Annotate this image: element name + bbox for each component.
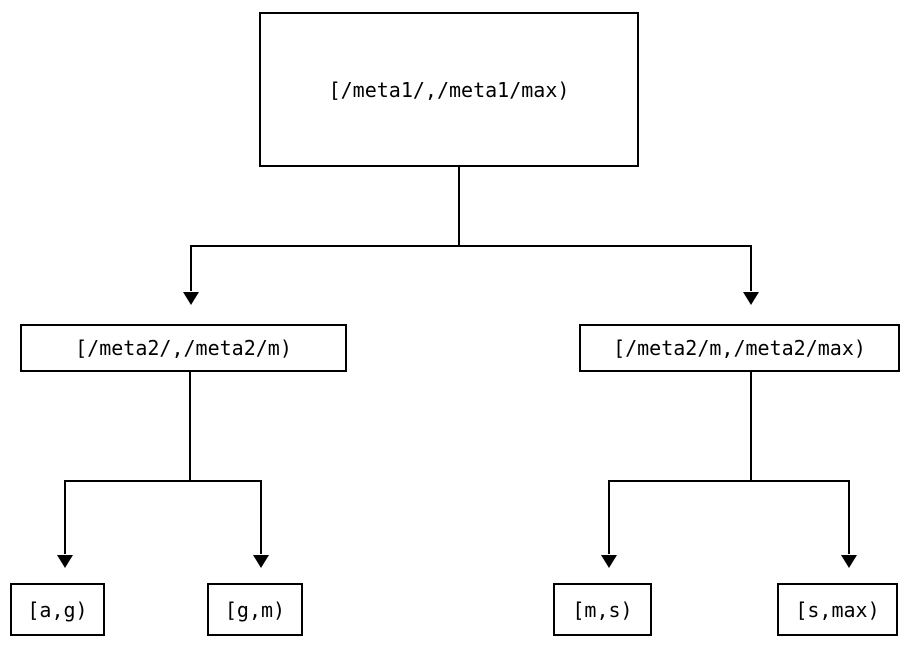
arrowhead-down-icon-leaf1 [57,555,73,568]
edge-level2-right-to-leaf4 [848,480,850,554]
tree-node-leaf-3-label: [m,s) [572,597,633,622]
edge-level2-left-to-leaf1 [64,480,66,554]
tree-node-root[interactable]: [/meta1/,/meta1/max) [259,12,639,167]
tree-node-root-label: [/meta1/,/meta1/max) [328,77,570,102]
edge-root-stem [458,167,460,247]
tree-node-leaf-4[interactable]: [s,max) [777,583,898,636]
tree-node-leaf-1-label: [a,g) [27,597,88,622]
tree-node-level2-right-label: [/meta2/m,/meta2/max) [613,336,866,360]
edge-root-to-level2-right [750,245,752,291]
arrowhead-down-icon-leaf4 [841,555,857,568]
tree-node-level2-left[interactable]: [/meta2/,/meta2/m) [20,324,347,372]
tree-node-leaf-2[interactable]: [g,m) [207,583,303,636]
tree-node-leaf-4-label: [s,max) [795,597,880,622]
edge-level2-right-to-leaf3 [608,480,610,554]
arrowhead-down-icon-leaf2 [253,555,269,568]
edge-level2-left-to-leaf2 [260,480,262,554]
arrowhead-down-icon-leaf3 [601,555,617,568]
edge-level2-left-bus [64,480,262,482]
arrowhead-down-icon-root-left [183,292,199,305]
tree-node-level2-right[interactable]: [/meta2/m,/meta2/max) [579,324,900,372]
tree-node-level2-left-label: [/meta2/,/meta2/m) [75,336,292,360]
edge-root-to-level2-left [190,245,192,291]
edge-root-bus [190,245,752,247]
tree-node-leaf-3[interactable]: [m,s) [553,583,652,636]
tree-node-leaf-1[interactable]: [a,g) [10,583,105,636]
tree-node-leaf-2-label: [g,m) [224,597,286,622]
edge-level2-right-bus [608,480,850,482]
edge-level2-right-stem [750,372,752,482]
arrowhead-down-icon-root-right [743,292,759,305]
edge-level2-left-stem [189,372,191,482]
